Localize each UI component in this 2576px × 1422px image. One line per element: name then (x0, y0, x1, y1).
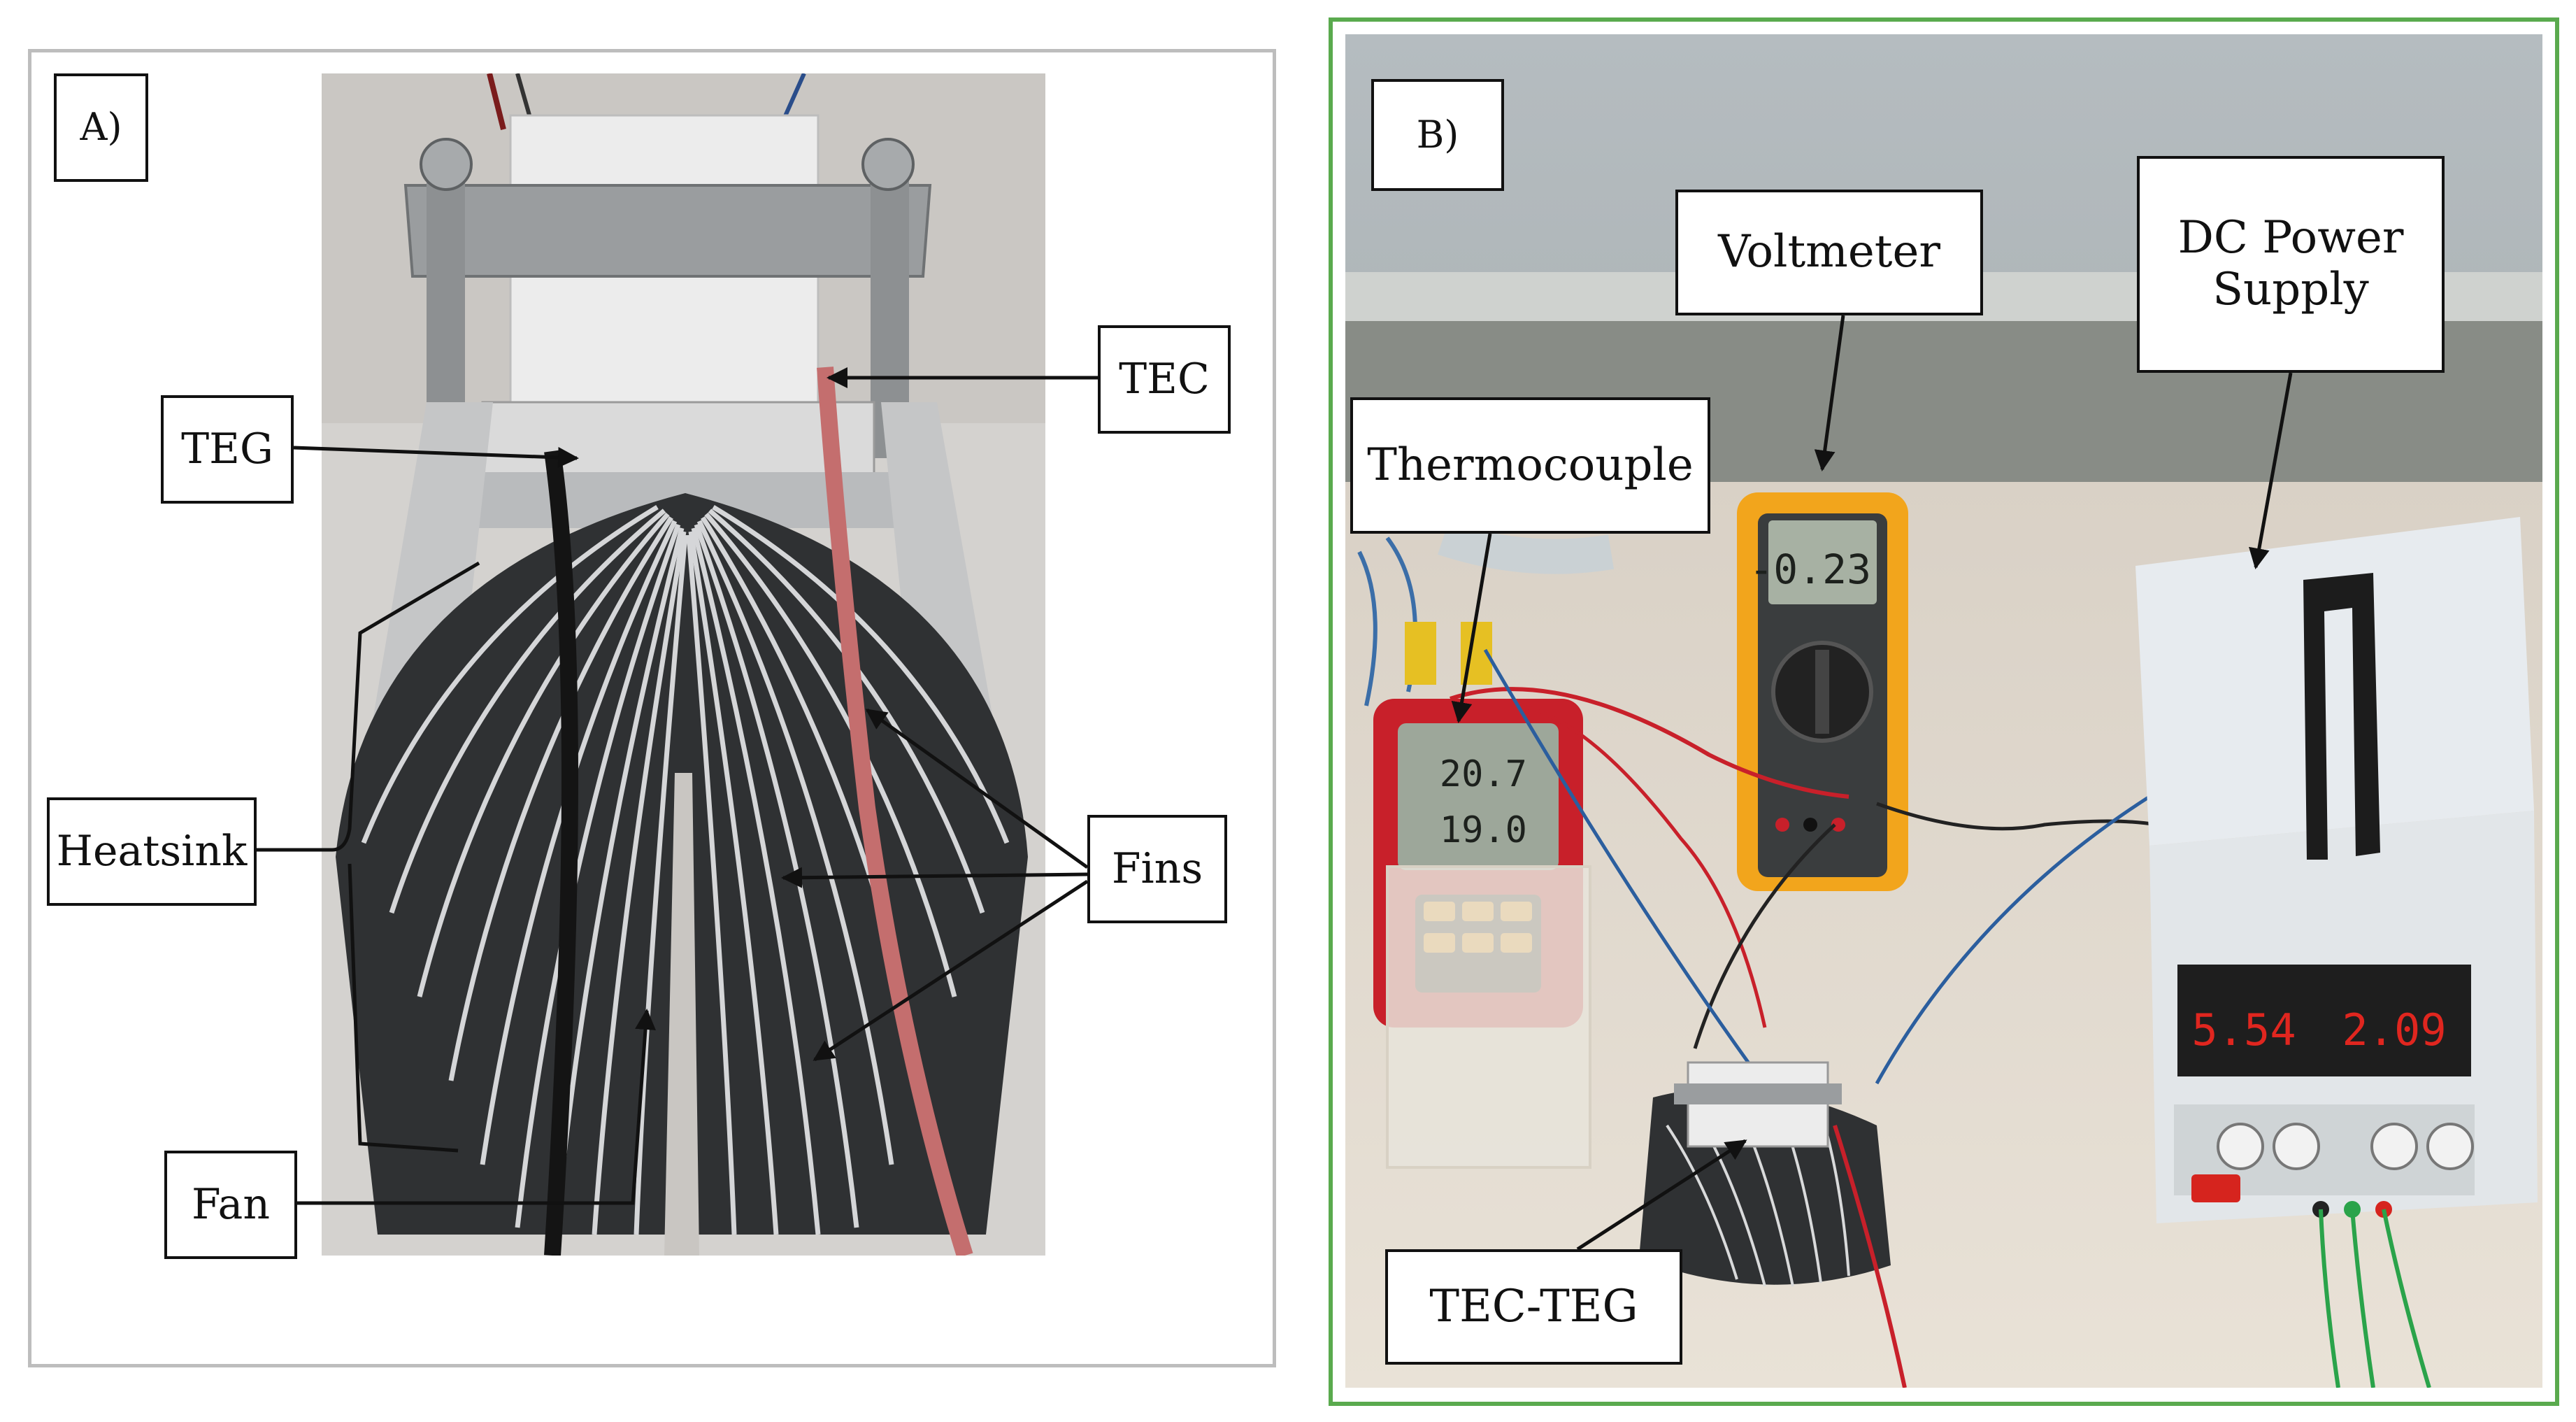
multimeter-reading: -0.23 (1749, 546, 1871, 593)
thermocouple-label: Thermocouple (1350, 397, 1710, 534)
power-supply-device (2135, 517, 2538, 1223)
thermometer-device (1373, 699, 1591, 1169)
thermometer-reading-bottom: 19.0 (1440, 809, 1527, 851)
dc-power-supply-label: DC Power Supply (2137, 156, 2445, 373)
tec-teg-label: TEC-TEG (1385, 1249, 1682, 1365)
panel-b-tag: B) (1371, 79, 1504, 191)
voltmeter-label: Voltmeter (1675, 190, 1983, 315)
fins-label: Fins (1087, 815, 1227, 923)
tec-teg-assembly-photo (322, 73, 1045, 1256)
power-supply-current-display: 2.09 (2342, 1004, 2446, 1055)
thermometer-reading-top: 20.7 (1440, 753, 1527, 795)
teg-label: TEG (161, 395, 294, 504)
power-supply-voltage-display: 5.54 (2191, 1004, 2296, 1055)
tec-label: TEC (1098, 325, 1231, 434)
heatsink-label: Heatsink (47, 797, 257, 906)
panel-a: A) TEG TEC Heatsink Fins Fan (28, 49, 1276, 1367)
panel-b: 20.7 19.0 -0.23 (1329, 17, 2559, 1406)
panel-a-tag: A) (54, 73, 148, 182)
fan-label: Fan (164, 1151, 297, 1259)
